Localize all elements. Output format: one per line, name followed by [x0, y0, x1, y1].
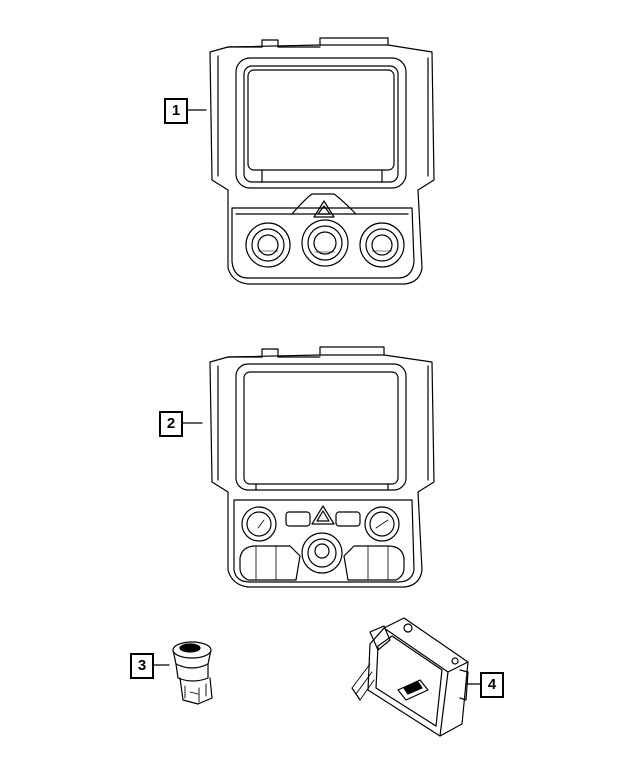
callout-4: 4	[480, 672, 504, 698]
callout-3: 3	[130, 653, 154, 679]
part-1-bezel-three-knob	[185, 37, 435, 285]
callout-1: 1	[164, 98, 188, 124]
part-3-switch	[151, 641, 213, 705]
callout-2: 2	[159, 411, 183, 437]
part-4-module	[351, 617, 481, 737]
part-2-bezel-touchscreen	[182, 346, 435, 588]
